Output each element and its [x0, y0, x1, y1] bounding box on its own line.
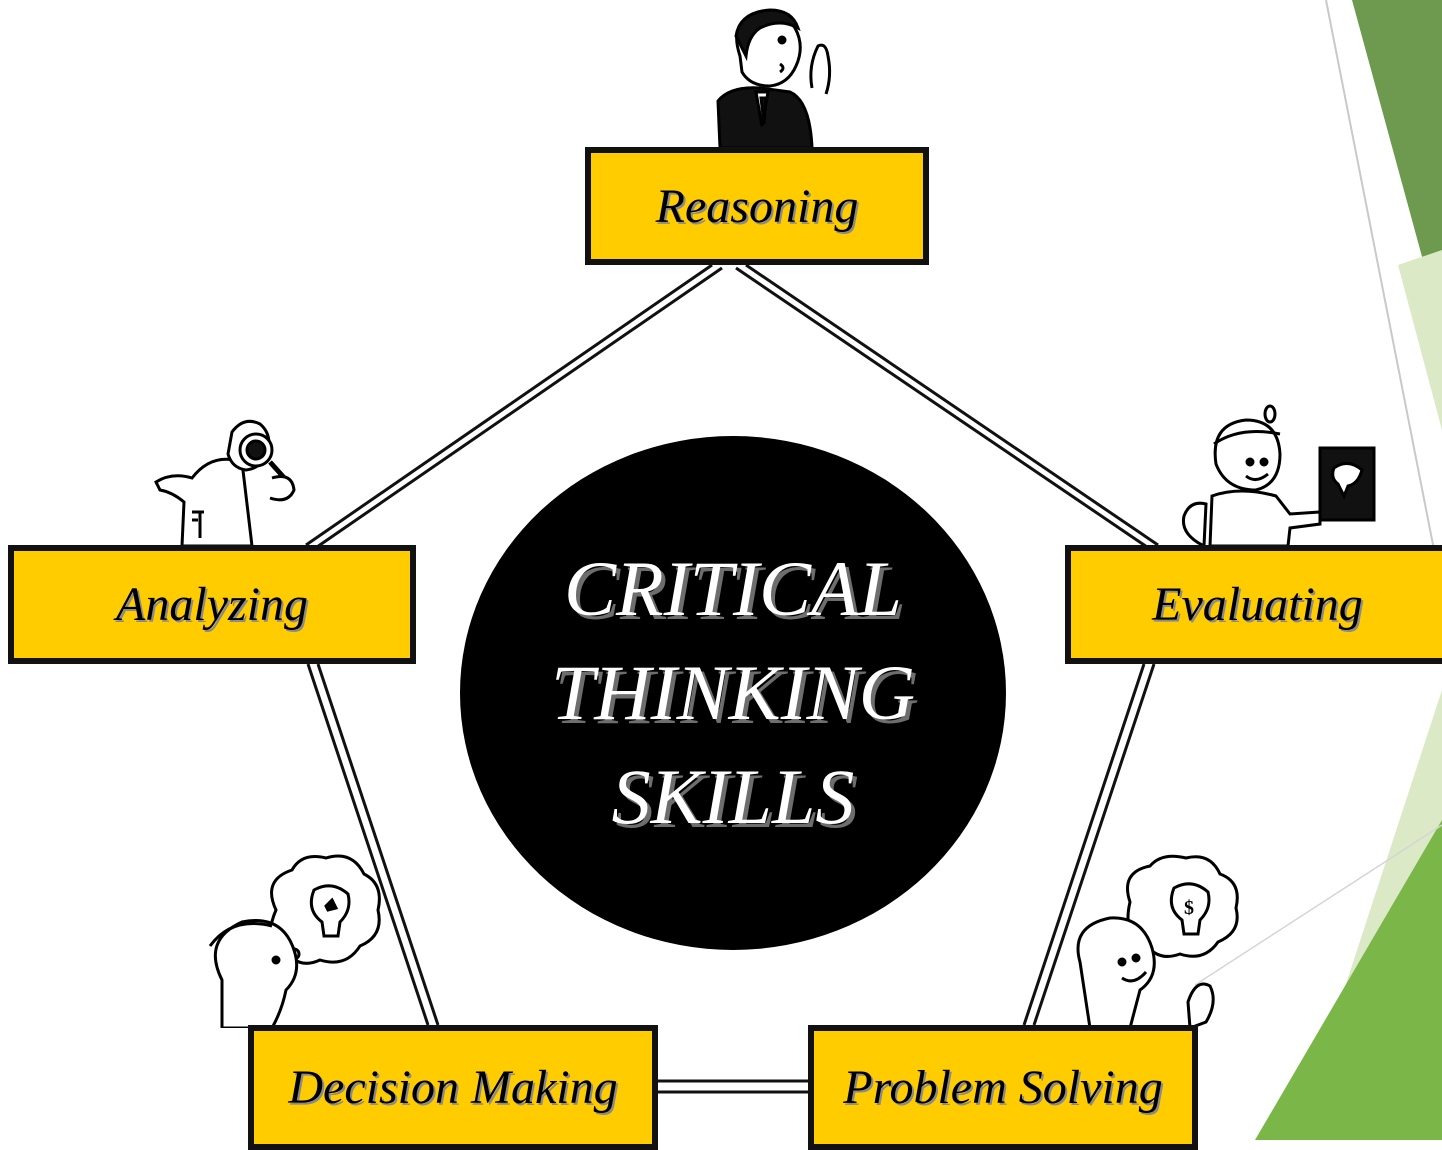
skill-label-reasoning: Reasoning [655, 179, 859, 233]
center-title-circle: CRITICAL THINKING SKILLS [460, 436, 1006, 950]
center-title-line-3: SKILLS [611, 753, 855, 840]
accent-thin-line-bottom [1194, 824, 1442, 986]
accent-green-dark [1352, 0, 1442, 330]
thinking-lightbulb-icon [208, 854, 381, 1028]
skill-box-analyzing: Analyzing [8, 545, 416, 664]
skill-box-decision-making: Decision Making [248, 1025, 658, 1150]
skill-box-problem-solving: Problem Solving [808, 1025, 1198, 1150]
doctor-xray-icon [1181, 404, 1376, 546]
skill-box-evaluating: Evaluating [1065, 545, 1442, 664]
center-title-line-2: THINKING [550, 649, 916, 736]
skill-label-decision-making: Decision Making [288, 1061, 618, 1114]
skill-label-analyzing: Analyzing [116, 578, 308, 631]
accent-green-light-top [1398, 250, 1442, 430]
center-title-line-1: CRITICAL [563, 545, 903, 632]
skill-label-problem-solving: Problem Solving [843, 1061, 1163, 1114]
skill-box-reasoning: Reasoning [585, 147, 929, 265]
money-idea-lightbulb-icon: $ [1076, 854, 1239, 1028]
skill-label-evaluating: Evaluating [1152, 578, 1363, 631]
accent-thin-line-top [1325, 0, 1437, 561]
detective-magnifier-icon [154, 419, 296, 546]
svg-text:$: $ [1184, 897, 1194, 919]
accent-green-mid [1255, 820, 1442, 1140]
businessman-pointing-icon [716, 8, 832, 148]
